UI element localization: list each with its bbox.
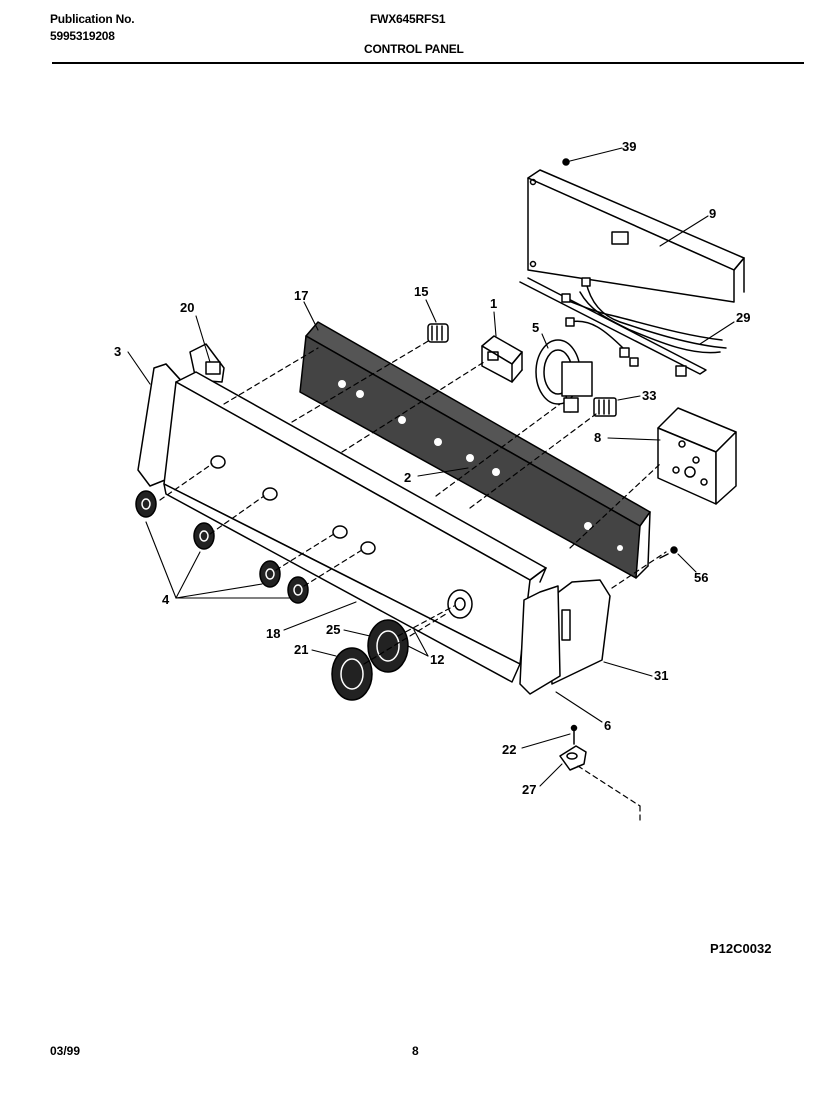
part-33-block <box>593 397 617 417</box>
callout-5: 5 <box>532 320 539 335</box>
callout-6: 6 <box>604 718 611 733</box>
part-switch <box>481 335 523 383</box>
callout-21: 21 <box>294 642 308 657</box>
callout-25: 25 <box>326 622 340 637</box>
callout-labels: 39 9 29 20 17 15 1 5 3 33 8 2 56 4 18 25… <box>114 139 750 797</box>
callout-2: 2 <box>404 470 411 485</box>
callout-15: 15 <box>414 284 428 299</box>
part-back-panel <box>299 321 651 579</box>
section-title: CONTROL PANEL <box>364 42 464 56</box>
callout-3: 3 <box>114 344 121 359</box>
part-timer <box>535 339 593 413</box>
callout-9: 9 <box>709 206 716 221</box>
callout-20: 20 <box>180 300 194 315</box>
callout-29: 29 <box>736 310 750 325</box>
callout-18: 18 <box>266 626 280 641</box>
callout-31: 31 <box>654 668 668 683</box>
publication-label: Publication No. <box>50 12 135 26</box>
header-rule <box>52 62 804 64</box>
leader-lines <box>127 147 735 787</box>
part-control-box <box>657 407 737 505</box>
callout-56: 56 <box>694 570 708 585</box>
callout-22: 22 <box>502 742 516 757</box>
callout-17: 17 <box>294 288 308 303</box>
publication-number: 5995319208 <box>50 29 115 43</box>
part-right-end-cap <box>519 579 611 695</box>
part-bracket-27 <box>559 745 587 771</box>
callout-8: 8 <box>594 430 601 445</box>
callout-4: 4 <box>162 592 170 607</box>
part-large-knobs <box>331 619 409 701</box>
footer-page-number: 8 <box>412 1044 419 1058</box>
part-screw-22 <box>570 724 578 745</box>
callout-33: 33 <box>642 388 656 403</box>
part-15-component <box>427 323 449 343</box>
assembly-lines <box>159 339 667 823</box>
part-wire-harness <box>561 277 727 377</box>
part-small-knobs <box>135 490 309 604</box>
callout-27: 27 <box>522 782 536 797</box>
drawing-code: P12C0032 <box>710 941 772 956</box>
callout-12: 12 <box>430 652 444 667</box>
part-screw-56 <box>659 546 678 559</box>
callout-39: 39 <box>622 139 636 154</box>
footer-date: 03/99 <box>50 1044 81 1058</box>
part-rear-plate <box>519 169 745 375</box>
part-front-panel <box>163 371 547 683</box>
model-number: FWX645RFS1 <box>370 12 446 26</box>
callout-1: 1 <box>490 296 497 311</box>
